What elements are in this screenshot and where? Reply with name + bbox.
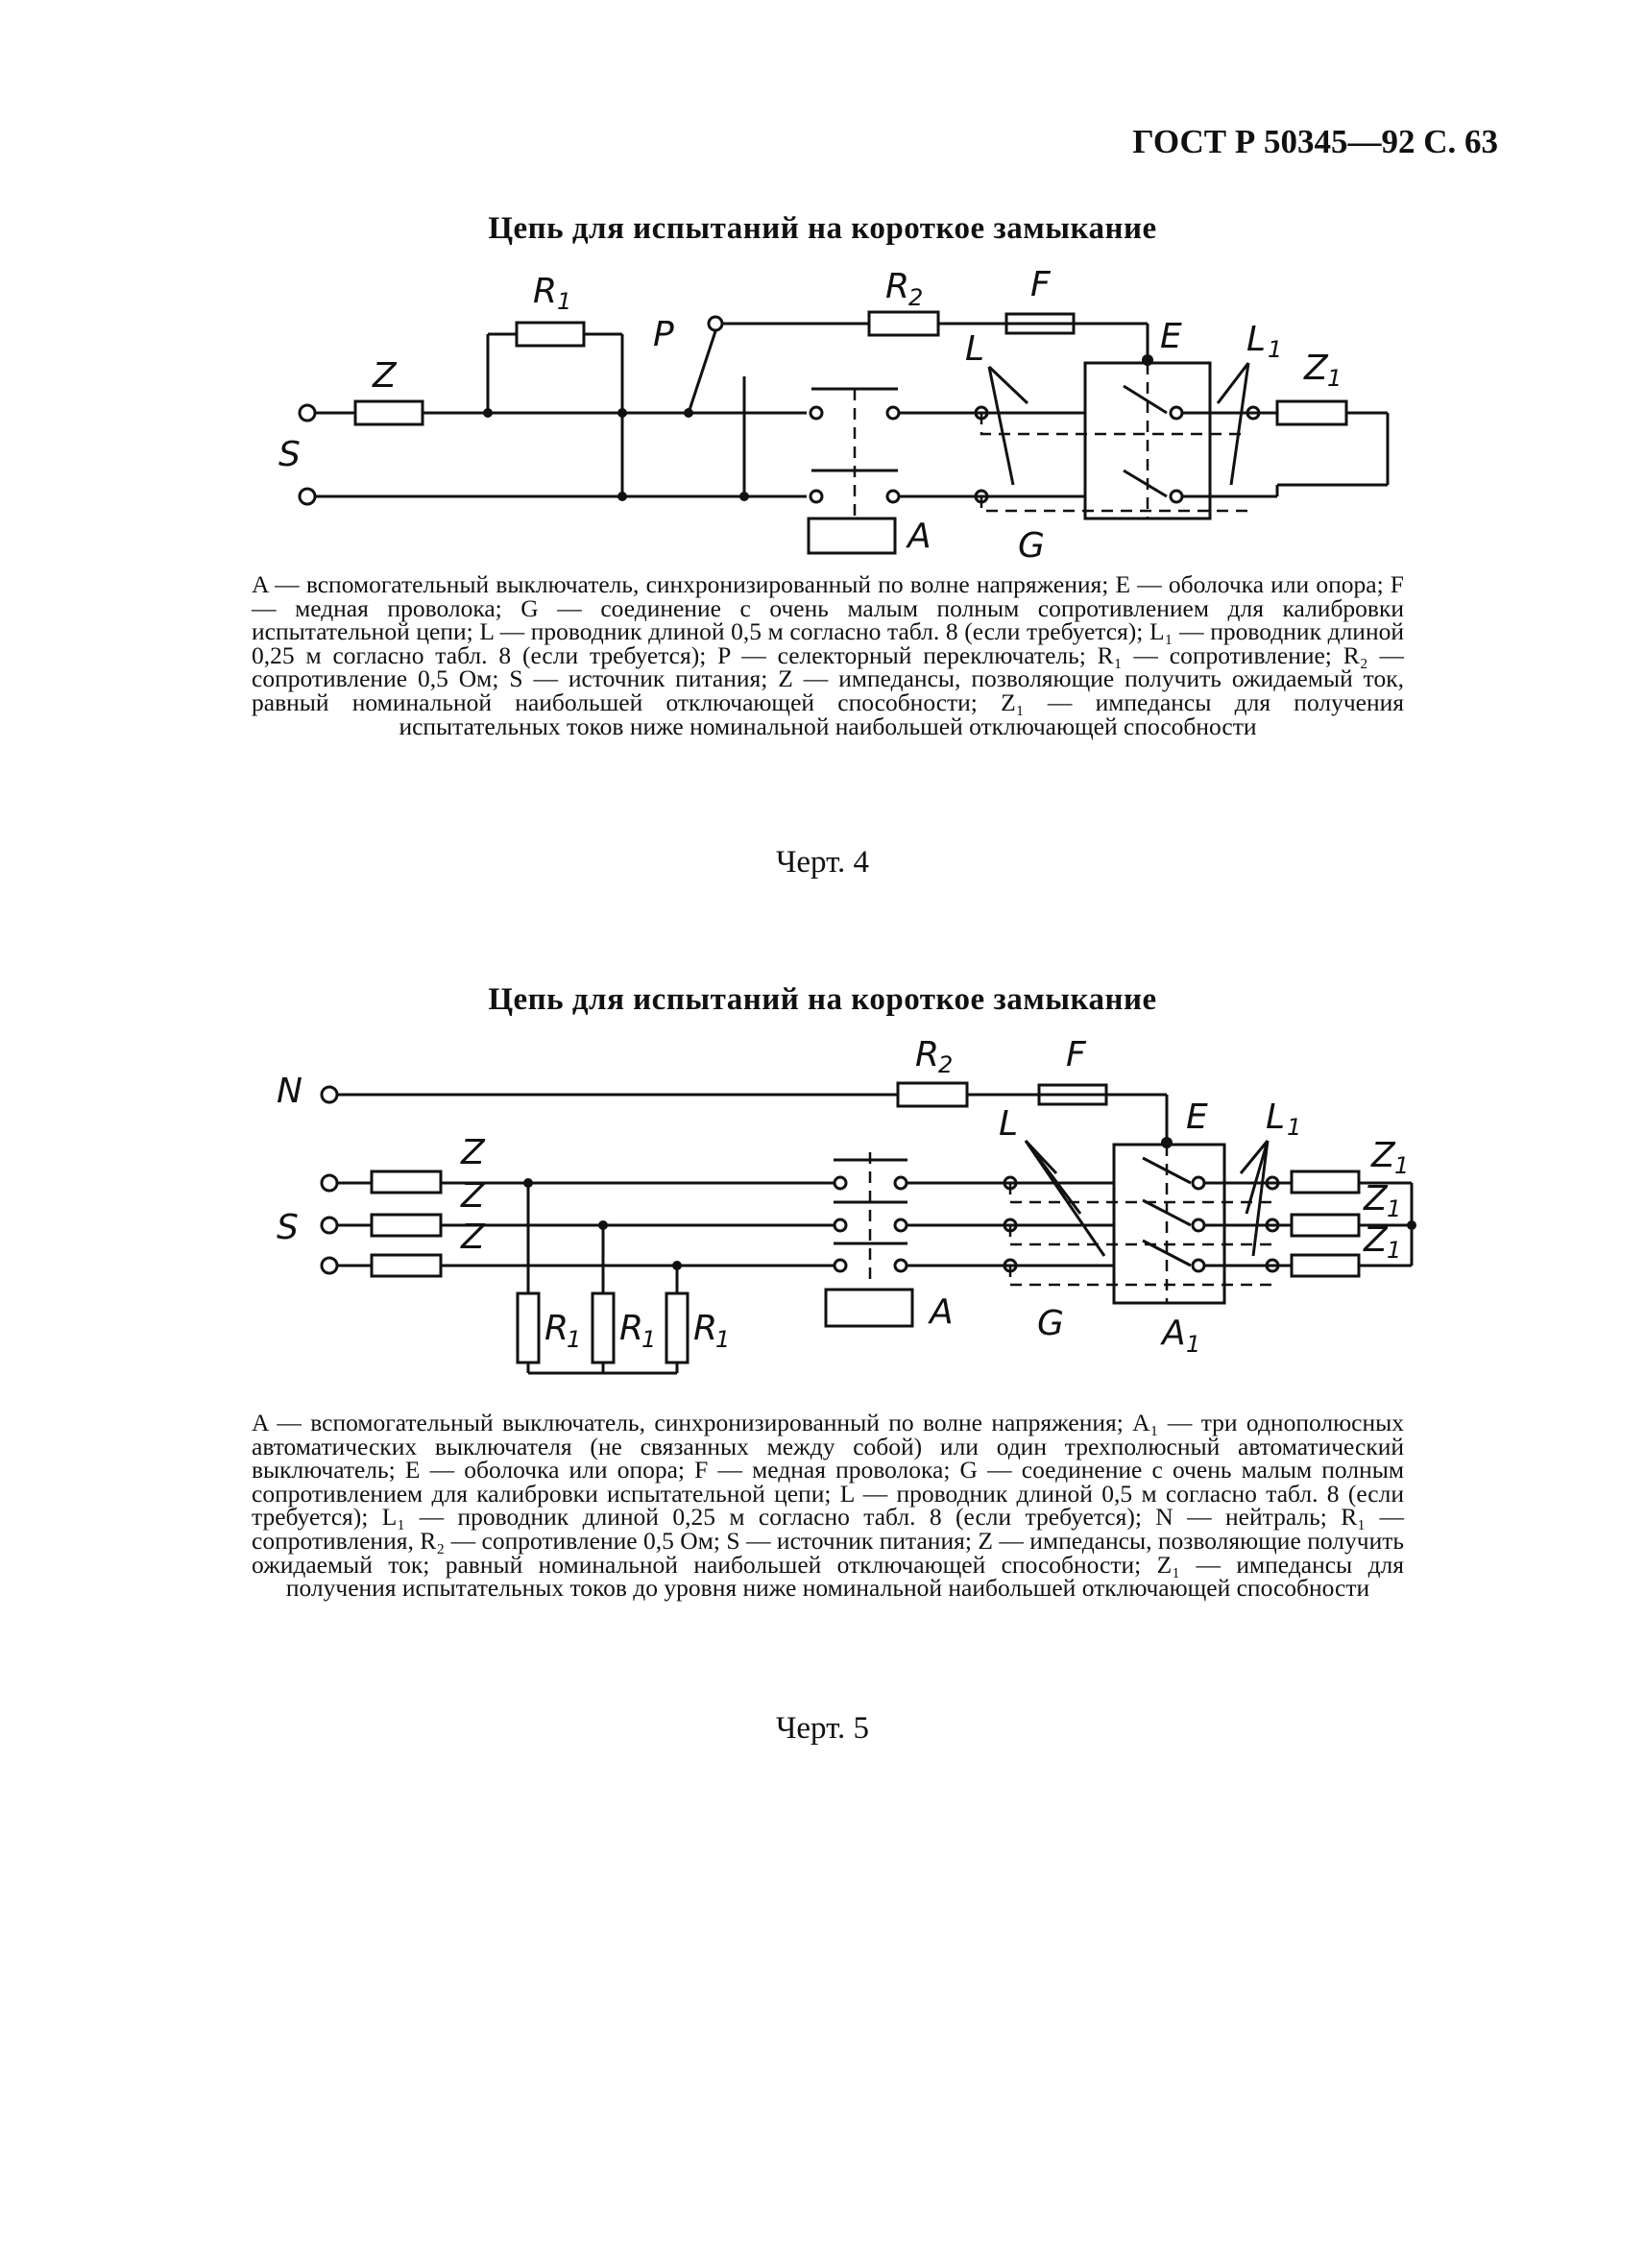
- fig5-label-G: G: [1037, 1304, 1064, 1343]
- svg-text:1: 1: [1387, 1237, 1401, 1264]
- fig4-label-L1: L: [1246, 320, 1266, 359]
- fig5-resistor-R1-1: [516, 1291, 541, 1364]
- fig5-resistor-R2: [896, 1081, 969, 1108]
- svg-text:1: 1: [641, 1326, 656, 1353]
- figure5-caption: A — вспомогательный выключатель, синхрон…: [252, 1409, 1404, 1603]
- fig4-auxiliary-switch-A: [807, 517, 897, 555]
- fig4-label-Z1: Z: [1303, 349, 1329, 388]
- figure4-title: Цепь для испытаний на короткое замыкание: [488, 211, 1157, 246]
- fig4-resistor-R2: [867, 310, 940, 337]
- fig5-label-N: N: [277, 1072, 302, 1111]
- svg-text:Z: Z: [1363, 1179, 1389, 1218]
- fig4-label-L: L: [965, 329, 984, 369]
- svg-text:1: 1: [557, 288, 571, 315]
- figure4-label: Черт. 4: [775, 845, 870, 880]
- svg-text:1: 1: [1327, 365, 1342, 392]
- fig4-resistor-R1: [515, 321, 586, 348]
- page-header: ГОСТ Р 50345—92 С. 63: [1132, 123, 1498, 160]
- svg-text:Z: Z: [1363, 1220, 1389, 1260]
- figure4-circuit-diagram: S Z R 1 P R 2 F E A G L: [278, 265, 1390, 566]
- fig5-label-R2: R: [915, 1035, 939, 1074]
- svg-text:1: 1: [567, 1326, 581, 1353]
- fig4-label-P: P: [653, 315, 674, 354]
- svg-text:1: 1: [1394, 1152, 1409, 1179]
- fig5-label-L1: L: [1266, 1098, 1285, 1137]
- fig4-label-S: S: [278, 435, 301, 474]
- fig4-resistor-Z: [353, 399, 424, 426]
- figure5-title: Цепь для испытаний на короткое замыкание: [488, 982, 1157, 1017]
- svg-text:R: R: [693, 1309, 717, 1348]
- fig5-label-R1: R: [544, 1309, 568, 1348]
- fig5-resistor-Z1-3: [1290, 1253, 1361, 1278]
- fig5-resistor-R1-2: [591, 1291, 616, 1364]
- fig5-label-Z: Z: [460, 1133, 486, 1172]
- fig5-label-E: E: [1186, 1098, 1208, 1137]
- figure4-caption: A — вспомогательный выключатель, синхрон…: [252, 570, 1404, 740]
- fig5-label-S: S: [277, 1208, 299, 1247]
- fig4-terminal-top: [298, 403, 317, 422]
- fig5-resistor-Z-3: [370, 1253, 443, 1278]
- fig4-label-E: E: [1160, 317, 1182, 356]
- fig4-terminal-bottom: [298, 487, 317, 506]
- fig4-resistor-Z1: [1275, 399, 1348, 426]
- svg-text:1: 1: [1186, 1331, 1200, 1358]
- fig4-label-F: F: [1030, 265, 1052, 304]
- svg-text:Z: Z: [460, 1218, 486, 1257]
- fig5-resistor-Z-1: [370, 1170, 443, 1194]
- fig5-resistor-R1-3: [665, 1291, 689, 1364]
- svg-text:1: 1: [1268, 336, 1282, 363]
- fig4-label-Z: Z: [372, 356, 398, 396]
- svg-text:1: 1: [715, 1326, 730, 1353]
- svg-text:1: 1: [1287, 1114, 1301, 1141]
- fig4-label-A: A: [906, 517, 931, 556]
- figure5-circuit-diagram: N R 2 F E S Z Z Z R 1 R 1 R 1: [277, 1035, 1416, 1375]
- fig5-label-F: F: [1066, 1035, 1087, 1074]
- figure5-label: Черт. 5: [775, 1711, 870, 1746]
- fig5-resistor-Z-2: [370, 1213, 443, 1238]
- svg-text:2: 2: [908, 284, 923, 311]
- fig5-resistor-Z1-1: [1290, 1170, 1361, 1194]
- fig4-label-G: G: [1018, 526, 1045, 566]
- fig4-label-R2: R: [885, 267, 909, 306]
- svg-text:R: R: [619, 1309, 643, 1348]
- fig5-label-Z1: Z: [1370, 1136, 1396, 1175]
- fig5-label-L: L: [999, 1104, 1018, 1144]
- fig5-label-A1: A: [1160, 1314, 1186, 1353]
- fig4-label-R1: R: [533, 272, 557, 311]
- fig5-resistor-Z1-2: [1290, 1213, 1361, 1238]
- fig5-auxiliary-switch-A: [824, 1288, 914, 1328]
- fig5-label-A: A: [928, 1292, 954, 1332]
- svg-text:1: 1: [1387, 1195, 1401, 1222]
- svg-text:2: 2: [938, 1051, 953, 1078]
